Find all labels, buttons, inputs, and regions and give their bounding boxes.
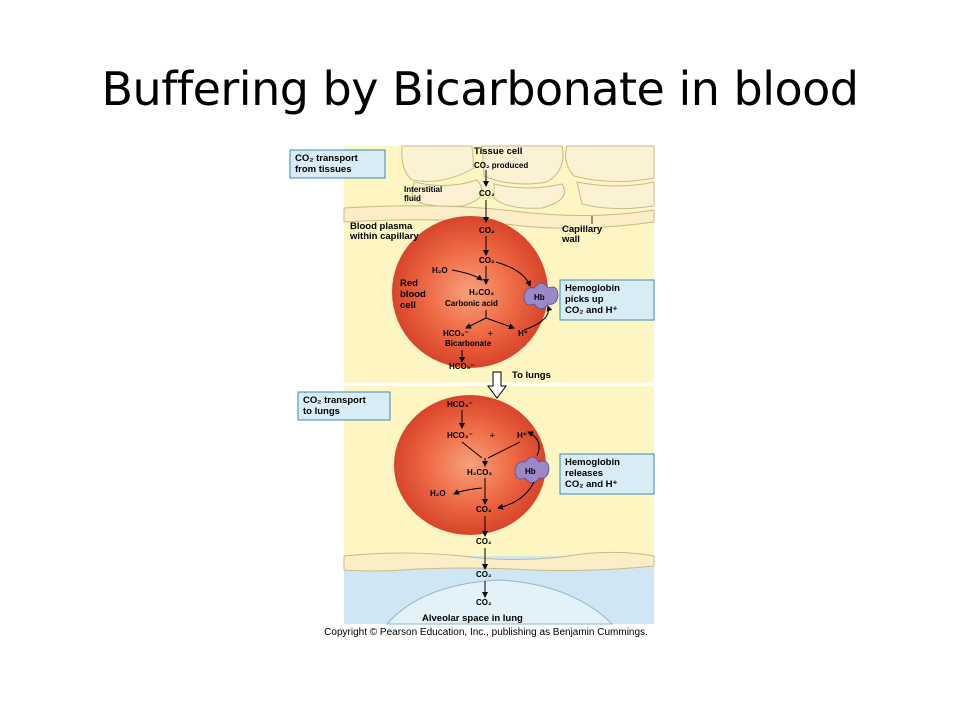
box-hb-picks-up-line1: Hemoglobin — [565, 283, 620, 294]
label-rbc-line2: blood — [400, 289, 426, 300]
label-co2-alveolar: CO₂ — [476, 598, 492, 607]
label-capillary-wall-line1: Capillary — [562, 224, 603, 235]
label-plus-upper: + — [488, 329, 493, 338]
label-hco3-plasma-lower: HCO₃⁻ — [447, 400, 473, 409]
slide-title: Buffering by Bicarbonate in blood — [101, 62, 859, 116]
label-h-plus-lower: H⁺ — [517, 431, 527, 440]
label-co2-rbc-upper: CO₂ — [479, 256, 495, 265]
label-co2-plasma-lower: CO₂ — [476, 537, 492, 546]
hb-icon-lower: Hb — [514, 456, 550, 484]
label-co2-wall-lower: CO₂ — [476, 570, 492, 579]
label-co2-produced: CO₂ produced — [474, 161, 528, 170]
label-hb-lower: Hb — [525, 467, 536, 476]
arrows-upper — [451, 170, 553, 363]
hb-icon-upper: Hb — [523, 282, 559, 310]
copyright-notice: Copyright © Pearson Education, Inc., pub… — [324, 627, 648, 638]
label-capillary-wall-line2: wall — [561, 234, 580, 245]
alveolar-space — [385, 579, 614, 625]
label-h2co3-lower: H₂CO₃ — [467, 468, 492, 477]
label-hco3-plasma-upper: HCO₃⁻ — [449, 362, 475, 371]
tissue-cells — [401, 145, 655, 210]
label-carbonic-acid: Carbonic acid — [445, 299, 498, 308]
to-lungs-arrow — [487, 371, 507, 399]
label-h2co3-upper: H₂CO₃ — [469, 288, 494, 297]
label-alveolar-space: Alveolar space in lung — [422, 613, 523, 624]
label-plus-lower: + — [490, 431, 495, 440]
label-tissue-cell: Tissue cell — [474, 146, 522, 157]
label-h-plus-upper: H⁺ — [518, 329, 528, 338]
box-hb-picks-up-line2: picks up — [565, 294, 604, 305]
label-hb-upper: Hb — [534, 293, 545, 302]
label-h2o-upper: H₂O — [432, 266, 448, 275]
box-hb-releases: Hemoglobin releases CO₂ and H⁺ — [559, 453, 655, 495]
box-hb-releases-line3: CO₂ and H⁺ — [565, 479, 618, 490]
box-transport-lungs-line1: CO₂ transport — [303, 395, 367, 406]
label-interstitial-line2: fluid — [404, 194, 421, 203]
red-blood-cell-upper — [392, 216, 548, 368]
box-transport-tissues-line2: from tissues — [295, 164, 352, 175]
label-rbc-line3: cell — [400, 300, 416, 311]
box-hb-releases-line1: Hemoglobin — [565, 457, 620, 468]
box-transport-lungs-line2: to lungs — [303, 406, 340, 417]
bicarbonate-buffer-figure: CO₂ transport from tissues Hemoglobin pi… — [262, 140, 710, 642]
arrows-lower — [453, 410, 540, 598]
box-transport-lungs: CO₂ transport to lungs — [297, 391, 391, 421]
box-hb-picks-up: Hemoglobin picks up CO₂ and H⁺ — [559, 279, 655, 321]
label-blood-plasma-line1: Blood plasma — [350, 221, 413, 232]
label-bicarbonate: Bicarbonate — [445, 339, 492, 348]
label-h2o-lower: H₂O — [430, 489, 446, 498]
label-co2-plasma: CO₂ — [479, 226, 495, 235]
label-co2-rbc-lower: CO₂ — [476, 505, 492, 514]
label-hco3-lower: HCO₃⁻ — [447, 431, 473, 440]
label-blood-plasma-line2: within capillary — [349, 231, 419, 242]
label-to-lungs: To lungs — [512, 370, 551, 381]
box-hb-releases-line2: releases — [565, 468, 603, 479]
label-hco3-upper: HCO₃⁻ — [443, 329, 469, 338]
box-hb-picks-up-line3: CO₂ and H⁺ — [565, 305, 618, 316]
box-transport-tissues-line1: CO₂ transport — [295, 153, 359, 164]
label-interstitial-line1: Interstitial — [404, 185, 442, 194]
label-co2-interstitial: CO₂ — [479, 189, 495, 198]
label-rbc-line1: Red — [400, 278, 418, 289]
box-transport-tissues: CO₂ transport from tissues — [289, 149, 386, 179]
red-blood-cell-lower — [394, 395, 546, 535]
